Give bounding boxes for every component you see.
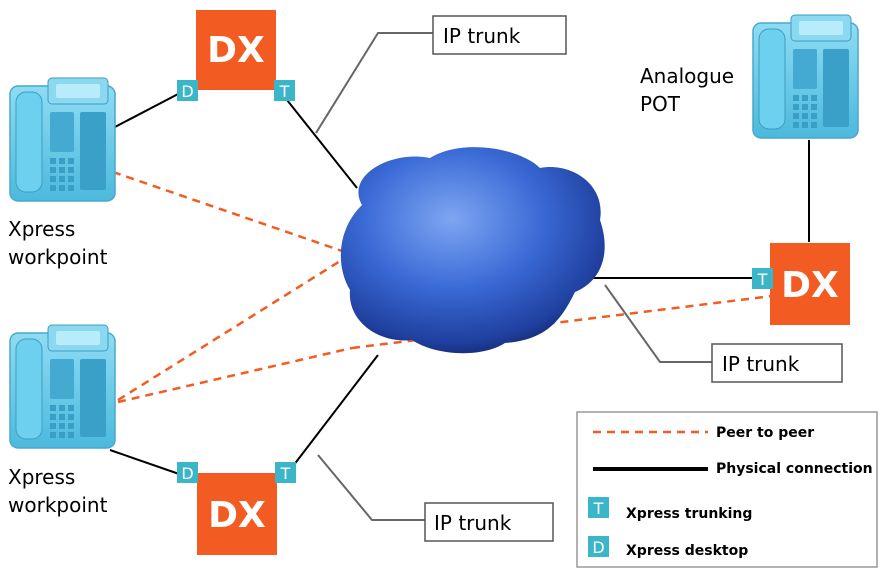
port-t-box: [274, 80, 295, 101]
ip-trunk-text: IP trunk: [443, 24, 521, 48]
ip-trunk-text: IP trunk: [722, 352, 800, 376]
physical-connections: [109, 92, 810, 476]
dx-box: [197, 473, 277, 555]
dx-label: DX: [208, 495, 266, 536]
workpoint-top-label-line2: workpoint: [8, 245, 108, 269]
analogue-pot-label-line1: Analogue: [640, 64, 734, 88]
physical-line-dx1-cloud: [286, 99, 358, 189]
ip-trunk-leader-top: [315, 32, 433, 134]
workpoint-bottom-label-line2: workpoint: [8, 493, 108, 517]
peer-line-phone2-cloud: [117, 256, 346, 402]
dx-label: DX: [781, 265, 839, 306]
port-d-box: [177, 80, 198, 101]
phone-xpress-workpoint-bottom: [9, 324, 116, 449]
ip-trunk-leader-right: [604, 284, 712, 363]
workpoint-top-label-line1: Xpress: [8, 217, 75, 241]
peer-line-phone2-dx2: [117, 346, 353, 404]
legend-physical-label: Physical connection: [716, 461, 873, 477]
port-t-label: T: [279, 82, 290, 101]
phone-xpress-workpoint-top: [9, 77, 116, 202]
dx-box: [770, 243, 850, 325]
dx-box: [196, 10, 276, 90]
ip-trunk-label-top: IP trunk: [432, 15, 567, 55]
ip-trunk-leaders: [315, 32, 712, 521]
legend-desktop-label: Xpress desktop: [626, 543, 748, 559]
ip-trunk-leader-bottom: [317, 454, 425, 521]
physical-line-phone2-dx: [109, 449, 183, 476]
dx-node-bottom: DX D T: [177, 462, 296, 555]
dx-node-top-left: DX D T: [177, 10, 295, 101]
dx-label: DX: [207, 30, 265, 71]
physical-line-phone1-dx: [112, 92, 181, 129]
ip-trunk-text: IP trunk: [434, 511, 512, 535]
dx-node-right: DX T: [752, 243, 850, 325]
port-t-box: [275, 462, 296, 483]
legend-d-icon-label: D: [592, 538, 604, 557]
legend-peer-label: Peer to peer: [716, 425, 814, 441]
port-d-box: [177, 462, 198, 483]
phone-analogue-pot: [752, 14, 859, 139]
peer-line-phone1-cloud: [112, 170, 346, 254]
ip-trunk-label-right: IP trunk: [711, 343, 843, 383]
legend-box: [576, 411, 878, 568]
port-t-label: T: [280, 464, 291, 483]
workpoint-bottom-label-line1: Xpress: [8, 465, 75, 489]
port-t-label: T: [757, 270, 768, 289]
port-d-label: D: [181, 82, 193, 101]
legend-t-icon: [588, 497, 609, 518]
legend-t-icon-label: T: [593, 499, 604, 518]
analogue-pot-label-line2: POT: [640, 92, 681, 116]
legend: Peer to peer Physical connection T Xpres…: [576, 411, 878, 568]
legend-d-icon: [588, 536, 609, 557]
port-d-label: D: [181, 464, 193, 483]
port-t-box: [752, 268, 773, 289]
legend-trunking-label: Xpress trunking: [626, 506, 752, 522]
ip-trunk-label-bottom: IP trunk: [424, 502, 554, 542]
ip-network-cloud: [340, 147, 605, 354]
cloud-shape: [340, 147, 605, 354]
physical-line-dx3-cloud: [289, 354, 379, 471]
